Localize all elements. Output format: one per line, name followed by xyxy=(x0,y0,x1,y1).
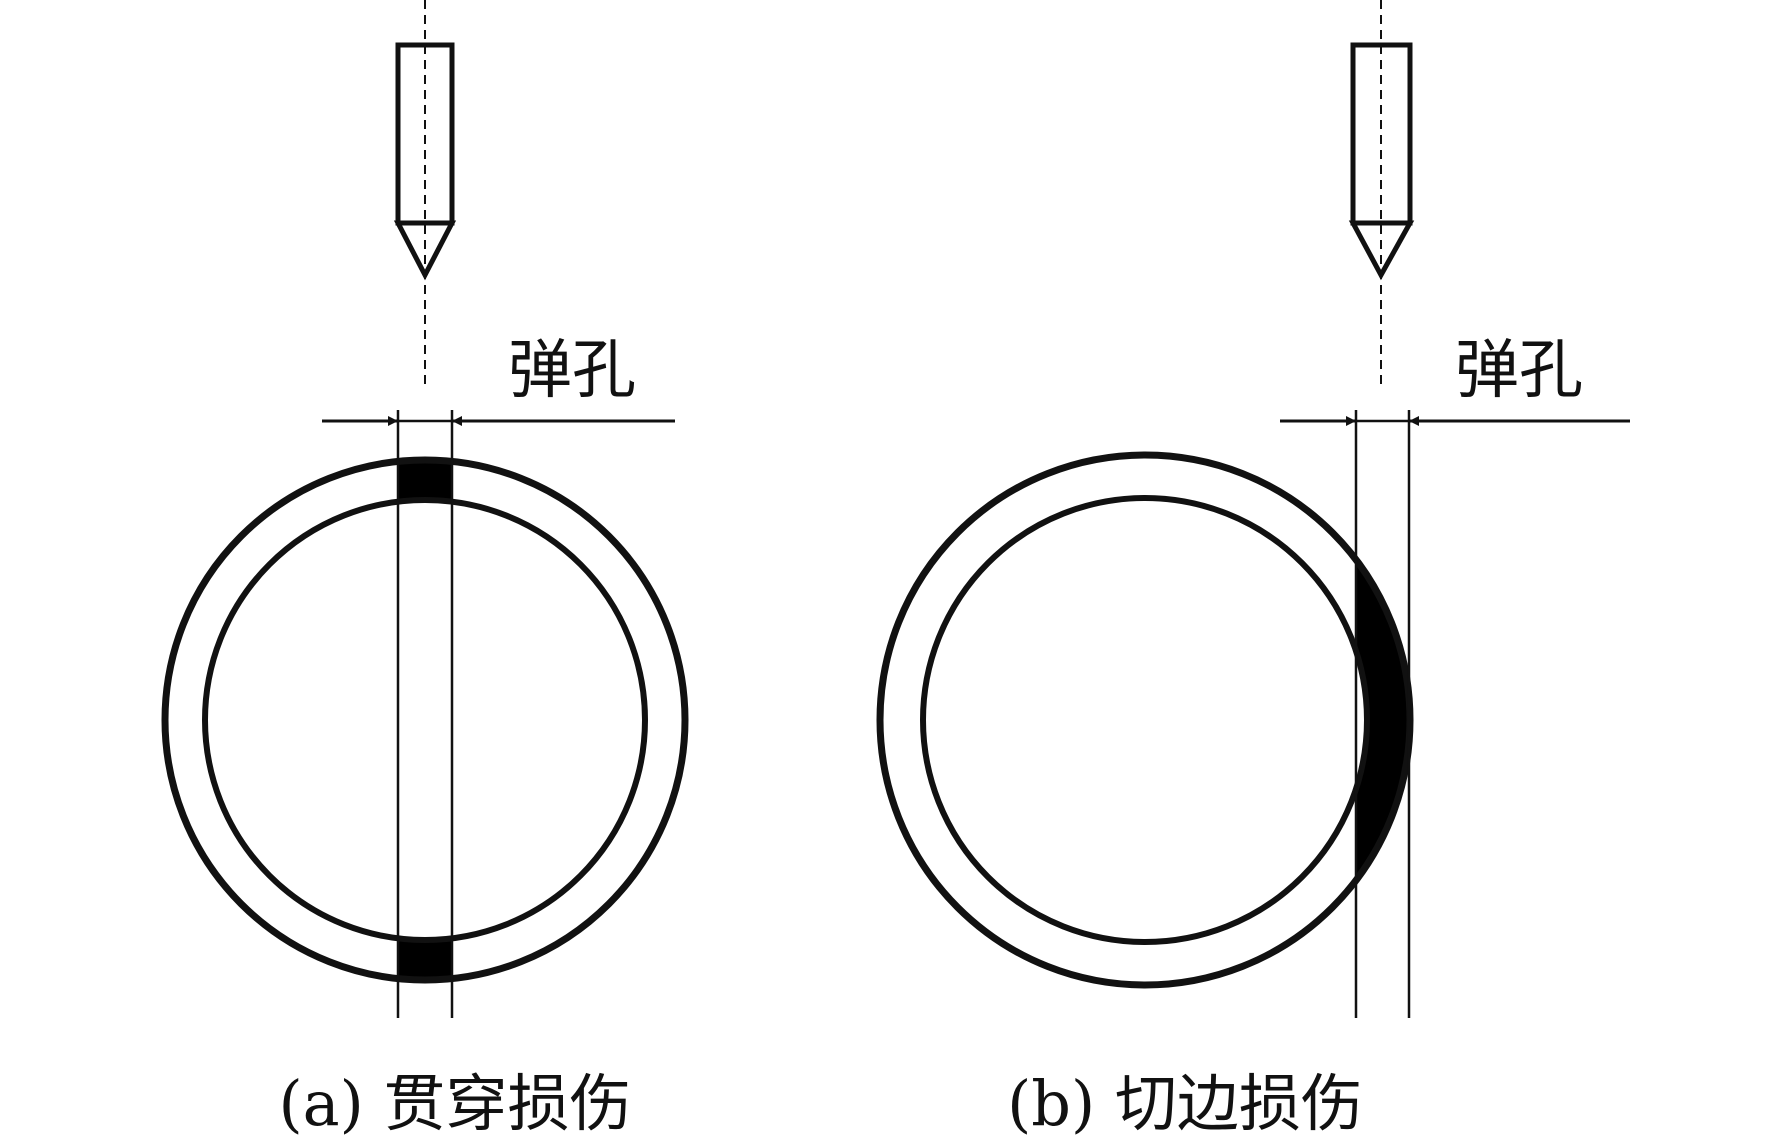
panel-caption: (a) 贯穿损伤 xyxy=(278,1067,631,1137)
hole-label: 弹孔 xyxy=(1455,334,1583,408)
panel-caption: (b) 切边损伤 xyxy=(1007,1067,1363,1137)
panel-b: 弹孔 (b) 切边损伤 xyxy=(876,0,1630,1137)
outer-ring xyxy=(876,451,1414,989)
outer-ring xyxy=(161,456,689,984)
panel-a: 弹孔 (a) 贯穿损伤 xyxy=(161,0,689,1137)
damage-region xyxy=(398,420,452,1000)
inner-ring xyxy=(202,497,648,943)
hole-label: 弹孔 xyxy=(508,334,636,408)
inner-ring xyxy=(920,495,1370,945)
